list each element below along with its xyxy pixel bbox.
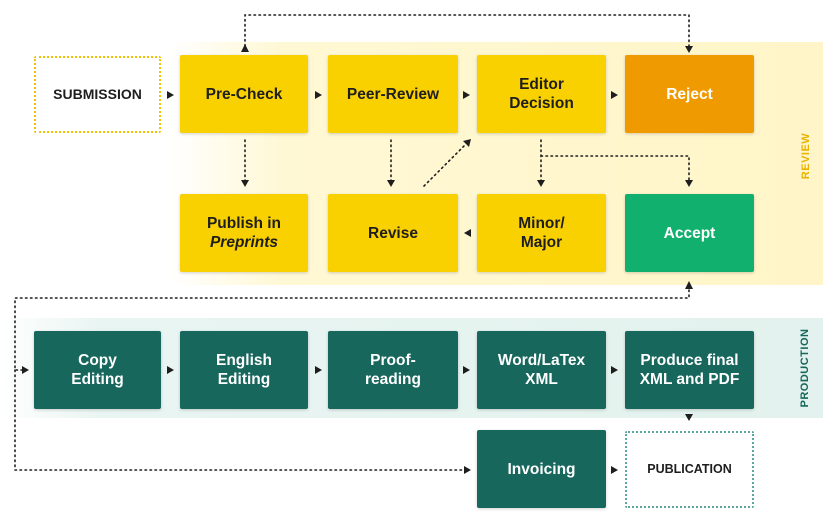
dotted-revise-to-editor (423, 143, 467, 187)
minor-major-label: Minor/ Major (518, 215, 565, 251)
head-right-invoicing (464, 466, 471, 474)
accept-box: Accept (625, 194, 754, 272)
arrow-copy-to-english (167, 366, 174, 374)
proofreading-box: Proof- reading (328, 331, 458, 409)
head-down-minormajor (537, 180, 545, 187)
head-upright-editor (463, 139, 471, 147)
dotted-loop-precheck-reject (244, 14, 690, 47)
peer-review-label: Peer-Review (346, 85, 440, 103)
arrow-invoicing-to-publication (611, 466, 618, 474)
dotted-arrowheads (22, 44, 693, 474)
arrow-english-to-proof (315, 366, 322, 374)
head-up-precheck (241, 44, 249, 52)
arrow-editor-to-reject (611, 91, 618, 99)
precheck-box: Pre-Check (180, 55, 308, 133)
arrow-precheck-to-peerreview (315, 91, 322, 99)
publication-label: PUBLICATION (647, 462, 732, 476)
english-editing-label: English Editing (216, 352, 272, 388)
invoicing-box: Invoicing (477, 430, 606, 508)
head-down-publish (241, 180, 249, 187)
produce-final-box: Produce final XML and PDF (625, 331, 754, 409)
head-right-copyediting (22, 366, 29, 374)
invoicing-label: Invoicing (507, 460, 576, 478)
head-down-reject (685, 46, 693, 53)
dotted-left-to-invoicing (14, 369, 467, 471)
accept-label: Accept (663, 224, 716, 242)
submission-box: SUBMISSION (34, 56, 161, 133)
editor-decision-box: Editor Decision (477, 55, 606, 133)
arrow-proof-to-word (463, 366, 470, 374)
publish-preprints-box: Publish in Preprints (180, 194, 308, 272)
proofreading-label: Proof- reading (365, 352, 421, 388)
head-down-revise (387, 180, 395, 187)
word-latex-xml-label: Word/LaTex XML (497, 352, 586, 388)
peer-review-box: Peer-Review (328, 55, 458, 133)
preprints-label: Preprints (209, 234, 279, 251)
minor-major-box: Minor/ Major (477, 194, 606, 272)
solid-arrowheads (167, 91, 693, 474)
arrow-produce-to-publication (685, 414, 693, 421)
arrow-submission-to-precheck (167, 91, 174, 99)
reject-label: Reject (666, 85, 713, 103)
head-up-accept (685, 281, 693, 289)
publication-box: PUBLICATION (625, 431, 754, 508)
arrow-minormajor-to-revise (464, 229, 471, 237)
reject-box: Reject (625, 55, 754, 133)
arrow-peerreview-to-editor (463, 91, 470, 99)
copy-editing-label: Copy Editing (71, 352, 124, 388)
dotted-editor-to-accept (540, 155, 690, 183)
dotted-accept-to-copyediting (14, 289, 690, 371)
submission-label: SUBMISSION (53, 86, 142, 102)
editor-decision-label: Editor Decision (509, 76, 574, 112)
precheck-label: Pre-Check (205, 85, 283, 103)
english-editing-box: English Editing (180, 331, 308, 409)
head-down-accept (685, 180, 693, 187)
arrow-word-to-produce (611, 366, 618, 374)
publish-in-label: Publish in (206, 215, 282, 232)
revise-box: Revise (328, 194, 458, 272)
revise-label: Revise (368, 224, 418, 242)
word-latex-xml-box: Word/LaTex XML (477, 331, 606, 409)
copy-editing-box: Copy Editing (34, 331, 161, 409)
produce-final-label: Produce final XML and PDF (639, 352, 740, 388)
